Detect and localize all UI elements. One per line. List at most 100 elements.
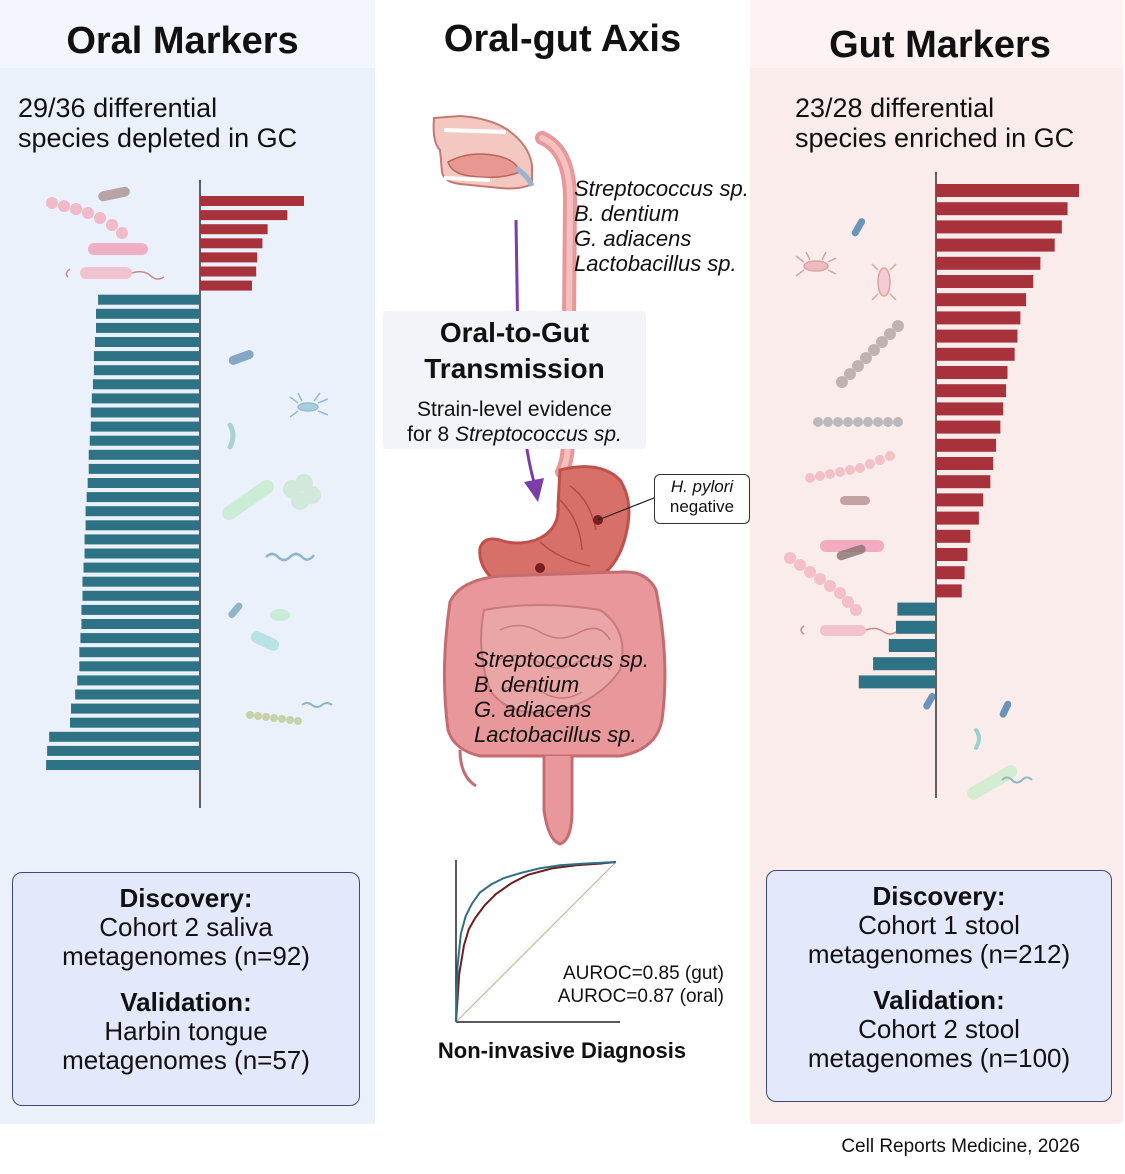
oral-depleted-bar (83, 562, 200, 573)
transmission-text-line1: Strain-level evidence (417, 398, 612, 421)
oral-cohort-box: Discovery: Cohort 2 saliva metagenomes (… (12, 872, 360, 1106)
oral-enriched-bar (200, 266, 257, 277)
spiky-bacterium-icon (795, 251, 837, 277)
gut-enriched-bar (936, 184, 1079, 197)
gut-enriched-bar (936, 475, 991, 489)
gut-title: Gut Markers (829, 24, 1051, 66)
oral-depleted-bar (86, 492, 200, 503)
lesion-icon (535, 563, 545, 573)
oral-discovery-line2: metagenomes (n=92) (62, 941, 310, 971)
oral-depleted-bar (79, 661, 200, 672)
oral-title: Oral Markers (66, 20, 299, 62)
transmission-box: Oral-to-Gut Transmission Strain-level ev… (383, 311, 646, 449)
transmission-text-prefix: for 8 (407, 423, 455, 446)
oral-enriched-bar (200, 196, 304, 206)
bacteria-chain-icon (805, 451, 895, 483)
gut-discovery-heading: Discovery: (872, 881, 1006, 911)
oral-depleted-bar (89, 435, 200, 446)
transmission-text-species: Streptococcus sp. (454, 423, 622, 446)
oral-depleted-bar (80, 633, 200, 644)
gut-enriched-bar (936, 238, 1055, 252)
oral-depleted-bar (85, 520, 200, 531)
oral-species-item: G. adiacens (574, 226, 692, 251)
throat-icon (514, 165, 535, 188)
gut-enriched-bar (936, 256, 1041, 270)
oral-depleted-bar (46, 760, 200, 770)
gut-subtitle-line1: 23/28 differential (795, 93, 995, 123)
gut-enriched-bar (936, 329, 1018, 343)
oral-depleted-bar (96, 308, 200, 319)
hpylori-pointer (597, 493, 665, 521)
gut-bacteria-illustration (784, 218, 936, 710)
flagellated-bacterium-icon (80, 267, 132, 279)
gut-enriched-bar (936, 311, 1021, 325)
small-intestine-coils-icon (497, 624, 611, 699)
gut-bar-chart (858, 172, 1079, 798)
oral-depleted-bar (93, 351, 200, 362)
auroc-gut-label: AUROC=0.85 (gut) (562, 963, 724, 984)
oral-depleted-bar (92, 379, 200, 390)
gut-depleted-bar (888, 639, 936, 652)
oral-depleted-bar (71, 703, 200, 714)
oral-depleted-bar (81, 604, 200, 615)
rod-bacterium-icon (967, 765, 1018, 800)
oral-depleted-bar (93, 365, 200, 376)
gut-species-item: Streptococcus sp. (474, 647, 649, 672)
oral-depleted-bar (81, 619, 200, 629)
oral-depleted-bar (94, 337, 200, 347)
rod-bacterium-icon (840, 496, 870, 505)
gut-enriched-bar (936, 529, 971, 543)
oral-depleted-bar (77, 675, 200, 686)
flagella-icon (800, 625, 897, 635)
oral-bar-chart (46, 180, 304, 808)
transmission-arrowhead-icon (524, 478, 544, 502)
curved-bacterium-icon (974, 728, 981, 750)
oral-subtitle-line1: 29/36 differential (18, 93, 218, 123)
roc-curve-gut (455, 861, 617, 1023)
gut-depleted-bar (897, 602, 936, 616)
roc-curve-oral (455, 861, 617, 1023)
oral-subtitle: 29/36 differential species depleted in G… (18, 93, 297, 153)
gut-subtitle: 23/28 differential species enriched in G… (795, 93, 1074, 153)
rod-bacterium-icon (923, 692, 936, 710)
cluster-bacterium-icon (283, 474, 321, 510)
gut-enriched-bar (936, 366, 1008, 379)
oral-depleted-bar (47, 745, 201, 756)
gut-discovery-line2: metagenomes (n=212) (807, 939, 1071, 969)
gut-enriched-bar (936, 438, 997, 452)
curved-bacterium-icon (227, 422, 236, 450)
gut-enriched-bar (936, 402, 1004, 416)
gut-depleted-bar (858, 675, 936, 689)
gut-enriched-bar (936, 202, 1068, 216)
gut-cohort-box: Discovery: Cohort 1 stool metagenomes (n… (766, 870, 1112, 1102)
spiral-bacterium-icon (1001, 776, 1033, 784)
oral-enriched-bar (200, 280, 252, 291)
gut-species-item: B. dentium (474, 672, 580, 697)
rod-bacterium-icon (999, 700, 1012, 718)
oral-validation-heading: Validation: (120, 987, 252, 1017)
oral-depleted-bar (84, 534, 200, 545)
oral-depleted-bar (90, 421, 200, 432)
hpylori-label-italic: H. pylori (670, 477, 734, 496)
spiral-bacterium-icon (265, 552, 315, 562)
gut-enriched-bar (936, 548, 968, 561)
gut-species-item: G. adiacens (474, 697, 592, 722)
diagnosis-label: Non-invasive Diagnosis (437, 1038, 687, 1063)
oral-enriched-bar (200, 224, 268, 235)
cocci-bacterium-icon (270, 609, 290, 621)
gut-enriched-bar (936, 566, 965, 580)
gut-enriched-bar (936, 511, 979, 525)
gut-species-list: Streptococcus sp. B. dentium G. adiacens… (474, 647, 649, 747)
oral-bacteria-illustration (46, 186, 333, 725)
bacteria-chain-icon (46, 197, 128, 239)
oral-depleted-bar (87, 478, 200, 488)
rod-bacterium-icon (250, 631, 280, 651)
oral-depleted-bar (79, 647, 200, 658)
oral-depleted-bar (98, 294, 200, 305)
transmission-text-line2: for 8 Streptococcus sp. (383, 422, 646, 447)
roc-diagonal (455, 861, 617, 1023)
bacteria-chain-icon (836, 320, 904, 388)
flagella-icon (65, 268, 165, 280)
gut-validation-line2: metagenomes (n=100) (807, 1043, 1071, 1073)
oral-validation-line2: metagenomes (n=57) (62, 1045, 310, 1075)
